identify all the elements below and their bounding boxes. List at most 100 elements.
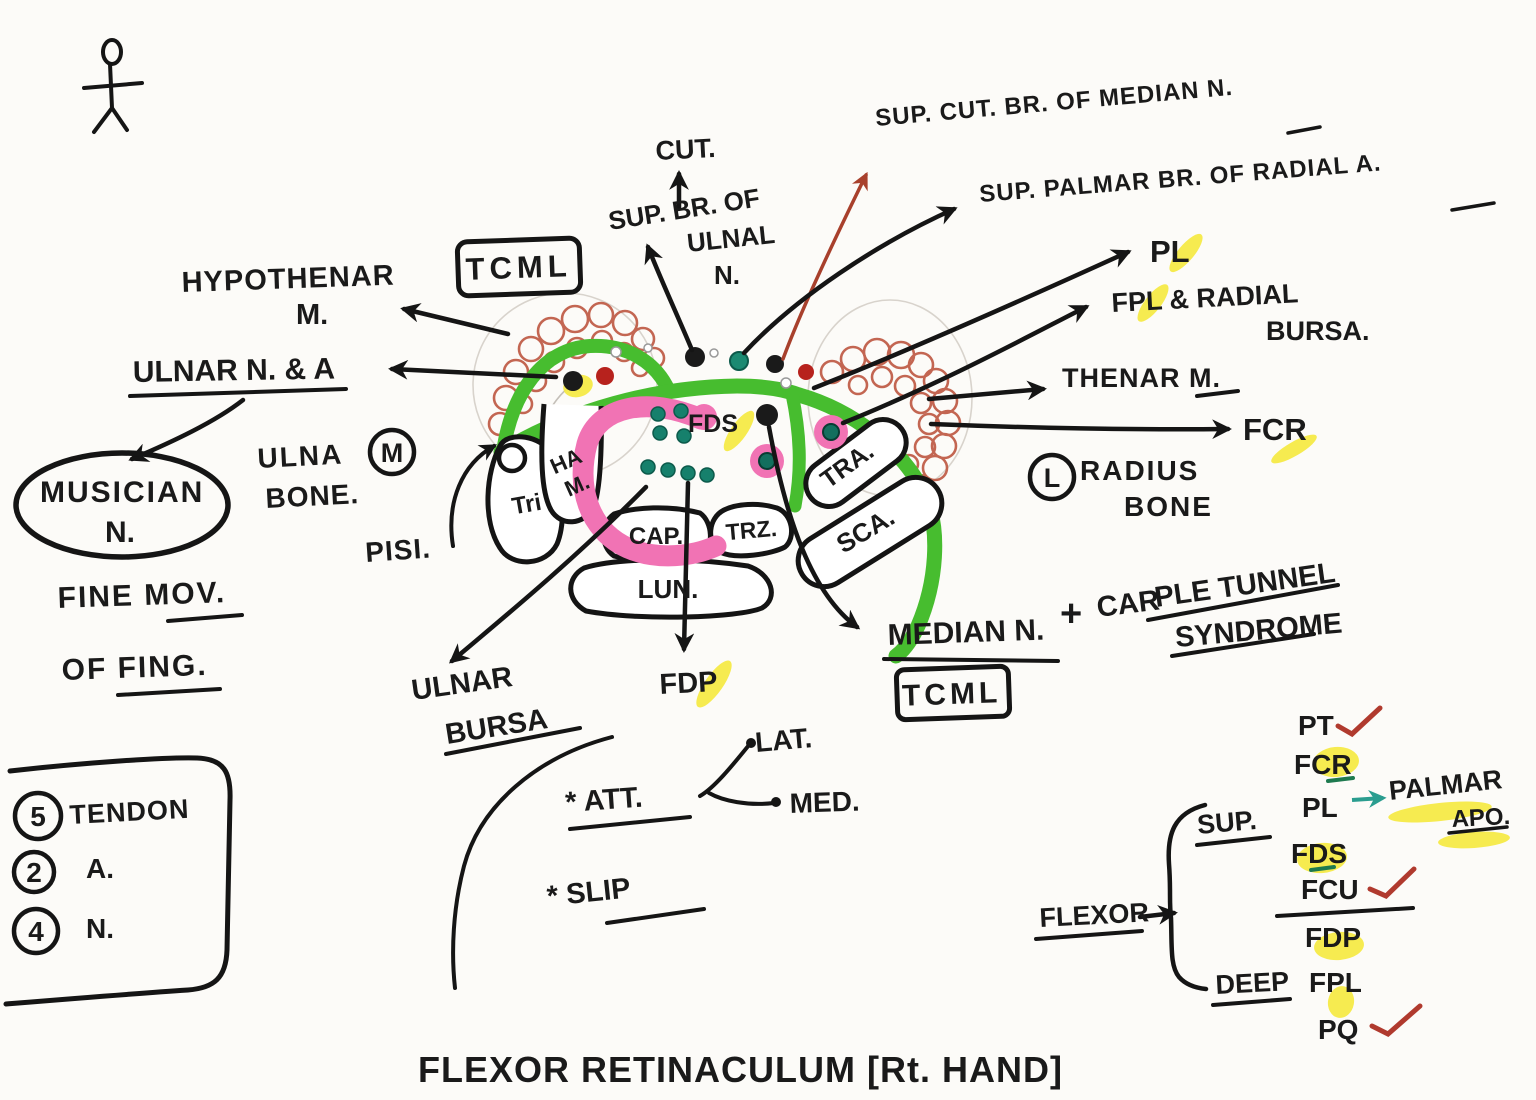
label-ulna-2: BONE. xyxy=(265,478,360,514)
arrow-median-n xyxy=(766,424,861,630)
bone-label-cap: CAP. xyxy=(629,523,683,550)
highlighter-marks xyxy=(696,233,1510,1018)
count-4: 4 xyxy=(28,916,44,947)
highlight-fpl xyxy=(1137,284,1169,322)
tree-palmar-2: APO. xyxy=(1451,803,1511,833)
label-l-marker: L xyxy=(1044,463,1061,493)
highlight-apo xyxy=(1438,831,1510,849)
tree-fcr: FCR xyxy=(1294,749,1352,780)
arrow-pisi xyxy=(449,444,498,548)
label-sup-br-3: N. xyxy=(714,260,740,290)
musician-oval xyxy=(13,450,231,560)
frames-and-brackets xyxy=(3,235,1209,1007)
label-fdp: FDP xyxy=(659,666,719,701)
check-fcu xyxy=(1367,866,1417,899)
median-nerve-dot xyxy=(756,404,778,426)
stick-figure-icon xyxy=(82,38,144,134)
label-musician-2: N. xyxy=(105,516,135,549)
vessel-nerve-dots xyxy=(563,343,848,478)
label-med: MED. xyxy=(789,786,860,819)
label-ulna-1: ULNA xyxy=(257,439,344,474)
flexor-tree-bracket xyxy=(1166,802,1209,992)
label-plus: + xyxy=(1060,593,1082,635)
highlight-list-fcr xyxy=(1313,746,1359,778)
tree-sup: SUP. xyxy=(1196,805,1258,840)
arrow-median-cut-red xyxy=(781,171,868,361)
small-outline-circle xyxy=(643,343,653,353)
lat-branch-line xyxy=(698,743,751,798)
label-fds: FDS xyxy=(688,410,738,438)
radial-artery-dot xyxy=(798,364,814,380)
highlight-list-fdp xyxy=(1314,931,1364,961)
highlight-palmar xyxy=(1388,801,1492,823)
highlight-fds xyxy=(723,410,755,452)
label-m-marker: M xyxy=(381,438,404,468)
tree-deep: DEEP xyxy=(1215,966,1290,1000)
tree-pq: PQ xyxy=(1318,1014,1358,1045)
tcml-top-text: TCML xyxy=(465,248,572,287)
highlight-fcr-right xyxy=(1271,434,1317,464)
bone-label-lun: LUN. xyxy=(638,574,699,604)
tree-fdp: FDP xyxy=(1305,922,1361,953)
tree-fcu: FCU xyxy=(1301,874,1359,905)
fpl-tendon-ring xyxy=(814,415,848,449)
label-ulnar-bursa-1: ULNAR xyxy=(410,661,515,707)
tcml-box-top xyxy=(454,235,584,299)
count-box xyxy=(3,755,233,1007)
tcml-bottom-text: TCML xyxy=(901,676,1001,712)
ulnal-branch-dot xyxy=(685,347,705,367)
label-fpl-radial-2: BURSA. xyxy=(1266,316,1370,346)
label-slip: * SLIP xyxy=(545,872,632,913)
label-hypothenar-2: M. xyxy=(296,299,328,331)
arrow-fdp xyxy=(674,480,695,653)
label-median-n: MEDIAN N. xyxy=(887,614,1045,652)
arrow-musician xyxy=(128,397,246,462)
tree-palmar-1: PALMAR xyxy=(1387,764,1503,806)
tree-pl: PL xyxy=(1302,792,1338,823)
sup-deep-divider xyxy=(1275,906,1415,918)
highlight-fdp xyxy=(696,660,732,708)
arrow-ulnar-n-a xyxy=(388,359,559,380)
check-pq xyxy=(1369,1003,1423,1037)
highlight-pl xyxy=(1169,233,1203,273)
count-n: N. xyxy=(86,913,114,944)
count-5: 5 xyxy=(30,801,46,832)
label-carple-black: PLE TUNNEL xyxy=(1153,557,1338,614)
count-2-circle xyxy=(11,849,57,895)
count-5-circle xyxy=(12,790,64,842)
count-4-circle xyxy=(11,906,61,956)
bone-label-tri: Tri xyxy=(510,489,544,521)
underlines xyxy=(116,125,1509,1007)
label-ulnar-n-a: ULNAR N. & A xyxy=(133,352,336,389)
annotation-arrows xyxy=(128,170,1232,925)
l-marker-circle xyxy=(1027,452,1077,502)
label-att: * ATT. xyxy=(564,782,643,819)
tree-flexor: FLEXOR xyxy=(1039,897,1150,933)
m-marker-circle xyxy=(367,427,417,477)
label-pl: PL xyxy=(1150,234,1190,269)
arrow-fcr xyxy=(928,419,1232,440)
label-hypothenar-1: HYPOTHENAR xyxy=(181,260,395,299)
green-underlines xyxy=(1309,776,1355,872)
arrow-thenar xyxy=(926,380,1047,402)
pl-to-palmar-arrow xyxy=(1351,789,1387,808)
ulnar-artery-dot xyxy=(596,367,614,385)
label-musician-1: MUSICIAN xyxy=(40,476,204,509)
label-fpl-radial-1: FPL & RADIAL xyxy=(1111,278,1299,318)
tree-fds: FDS xyxy=(1291,838,1347,869)
label-sup-cut-median: SUP. CUT. BR. OF MEDIAN N. xyxy=(874,74,1234,132)
tree-fpl: FPL xyxy=(1309,967,1362,998)
count-a: A. xyxy=(86,853,114,884)
bone-label-trz: TRZ. xyxy=(725,515,778,545)
ulnar-bursa-shape xyxy=(572,396,727,567)
label-thenar: THENAR M. xyxy=(1062,363,1221,393)
pisiform-bone xyxy=(496,442,528,474)
count-2: 2 xyxy=(26,857,42,888)
fds-tendon-dots xyxy=(650,403,692,444)
median-cut-branch-dot xyxy=(766,355,784,373)
arrow-palmar-radial xyxy=(741,206,958,356)
red-checkmarks xyxy=(1335,705,1423,1037)
label-radius-1: RADIUS xyxy=(1080,455,1199,486)
ulnar-nerve-dot xyxy=(563,371,583,391)
